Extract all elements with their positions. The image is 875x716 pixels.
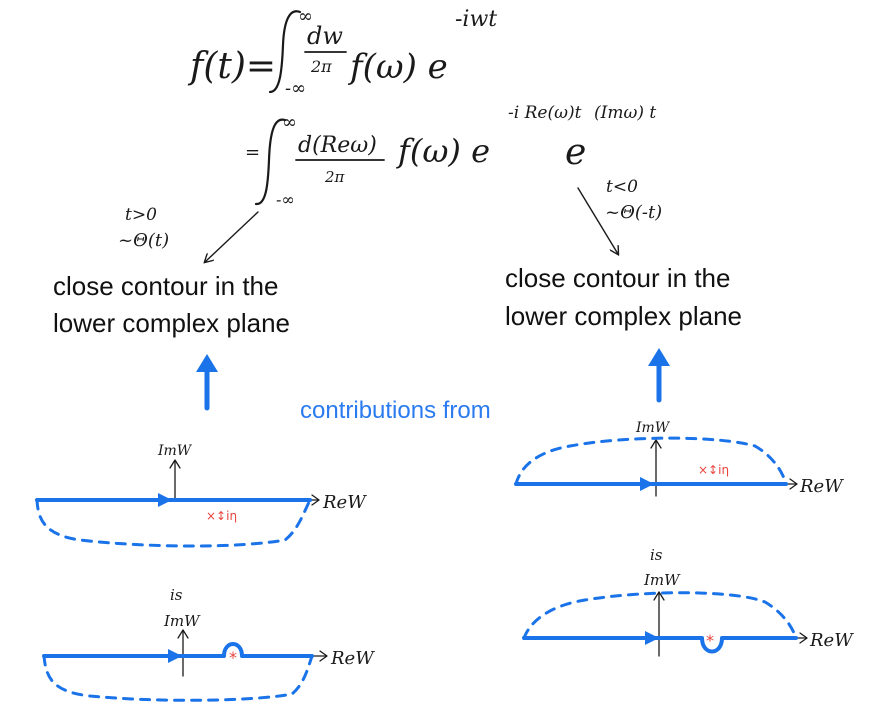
fraction-numerator-1: dw bbox=[307, 22, 343, 50]
exponent-2: -i Re(ω)t bbox=[508, 103, 582, 123]
right-d1-pole-label: ×↕iη bbox=[698, 463, 729, 477]
exponent-1: -iwt bbox=[455, 7, 497, 32]
right-d2-pole-mark: * bbox=[706, 631, 714, 650]
left-d2-closing-arc bbox=[42, 654, 314, 702]
equation-line-2: = ∞ -∞ d(Reω) 2π f(ω) e -i Re(ω)t e (Imω… bbox=[245, 103, 656, 209]
left-d2-contour-arrow bbox=[168, 649, 182, 663]
contributions-from-text: contributions from bbox=[300, 397, 491, 424]
left-diagram-2: is ImW ReW * bbox=[42, 586, 375, 702]
left-d1-closing-arc bbox=[35, 498, 312, 548]
left-d1-pole-label: ×↕iη bbox=[206, 509, 237, 523]
left-diagram-1: ImW ReW ×↕iη bbox=[35, 443, 367, 548]
right-d2-closing-arc bbox=[522, 591, 798, 640]
left-d2-contour-line-detour-above bbox=[42, 642, 314, 658]
left-d1-real-label: ReW bbox=[322, 492, 367, 513]
left-condition-line2: ~Θ(t) bbox=[118, 230, 169, 251]
left-d2-real-axis-arrow bbox=[319, 650, 328, 662]
left-pointer-arrow bbox=[205, 211, 259, 262]
right-d1-real-axis-arrow bbox=[789, 478, 798, 490]
left-d2-imaginary-label: ImW bbox=[163, 612, 201, 630]
left-caption-line1: close contour in the bbox=[53, 271, 278, 301]
lower-limit-2: -∞ bbox=[276, 190, 295, 209]
left-condition-line1: t>0 bbox=[125, 205, 157, 225]
equation-line-1: f(t)= ∞ -∞ dw 2π f(ω) e -iwt bbox=[187, 6, 497, 99]
fraction-denominator-1: 2π bbox=[310, 57, 332, 76]
right-d2-contour-arrow bbox=[645, 631, 659, 645]
left-d1-contour-arrow bbox=[158, 493, 172, 507]
left-d1-real-axis-arrow bbox=[311, 494, 320, 506]
right-d2-real-label: ReW bbox=[809, 630, 854, 651]
right-d2-contour-line-detour-below bbox=[522, 636, 798, 654]
right-pointer-arrow bbox=[577, 187, 618, 254]
right-caption-line1: close contour in the bbox=[505, 263, 730, 293]
equation-body-2: f(ω) e bbox=[396, 132, 490, 170]
right-diagram-2: is ImW ReW * bbox=[522, 546, 854, 657]
right-condition-line2: ~Θ(-t) bbox=[605, 202, 662, 223]
right-diagram-1: ImW ReW ×↕iη bbox=[514, 420, 844, 497]
fraction-denominator-2: 2π bbox=[324, 168, 346, 186]
right-caption-line2: lower complex plane bbox=[505, 301, 742, 331]
right-d2-imaginary-label: ImW bbox=[643, 571, 681, 589]
equation-body-1: f(ω) e bbox=[347, 47, 448, 87]
right-d2-real-axis-arrow bbox=[799, 632, 808, 644]
right-d2-is-label: is bbox=[650, 546, 663, 564]
equation-lhs: f(t)= bbox=[187, 46, 276, 87]
upper-limit-1: ∞ bbox=[298, 6, 313, 27]
left-d2-pole-mark: * bbox=[229, 648, 237, 667]
left-d2-real-label: ReW bbox=[330, 648, 375, 669]
fraction-numerator-2: d(Reω) bbox=[298, 133, 377, 158]
right-d2-imaginary-axis-arrow bbox=[653, 591, 665, 601]
right-up-arrow-head bbox=[648, 348, 670, 366]
integral-sign-1 bbox=[268, 10, 302, 94]
left-caption-line2: lower complex plane bbox=[53, 308, 290, 338]
left-branch: t>0 ~Θ(t) close contour in the lower com… bbox=[53, 205, 290, 411]
left-d2-imaginary-axis-arrow bbox=[177, 629, 189, 639]
right-branch: t<0 ~Θ(-t) close contour in the lower co… bbox=[505, 177, 742, 403]
left-d1-imaginary-axis-arrow bbox=[169, 459, 181, 469]
left-d1-imaginary-label: ImW bbox=[157, 443, 193, 459]
second-exponential: e bbox=[565, 132, 586, 173]
lower-limit-1: -∞ bbox=[285, 78, 306, 99]
integral-sign-2 bbox=[254, 118, 287, 206]
exponent-2b: (Imω) t bbox=[594, 103, 656, 123]
left-d2-is-label: is bbox=[170, 586, 183, 604]
right-d1-imaginary-axis-arrow bbox=[650, 439, 662, 449]
left-up-arrow-head bbox=[196, 354, 218, 372]
right-d1-imaginary-label: ImW bbox=[635, 420, 671, 436]
right-d1-closing-arc bbox=[514, 436, 788, 486]
right-d1-contour-arrow bbox=[640, 477, 654, 491]
equals-sign-2: = bbox=[245, 142, 260, 163]
upper-limit-2: ∞ bbox=[282, 112, 297, 133]
right-d1-real-label: ReW bbox=[799, 476, 844, 497]
right-condition-line1: t<0 bbox=[606, 177, 638, 197]
